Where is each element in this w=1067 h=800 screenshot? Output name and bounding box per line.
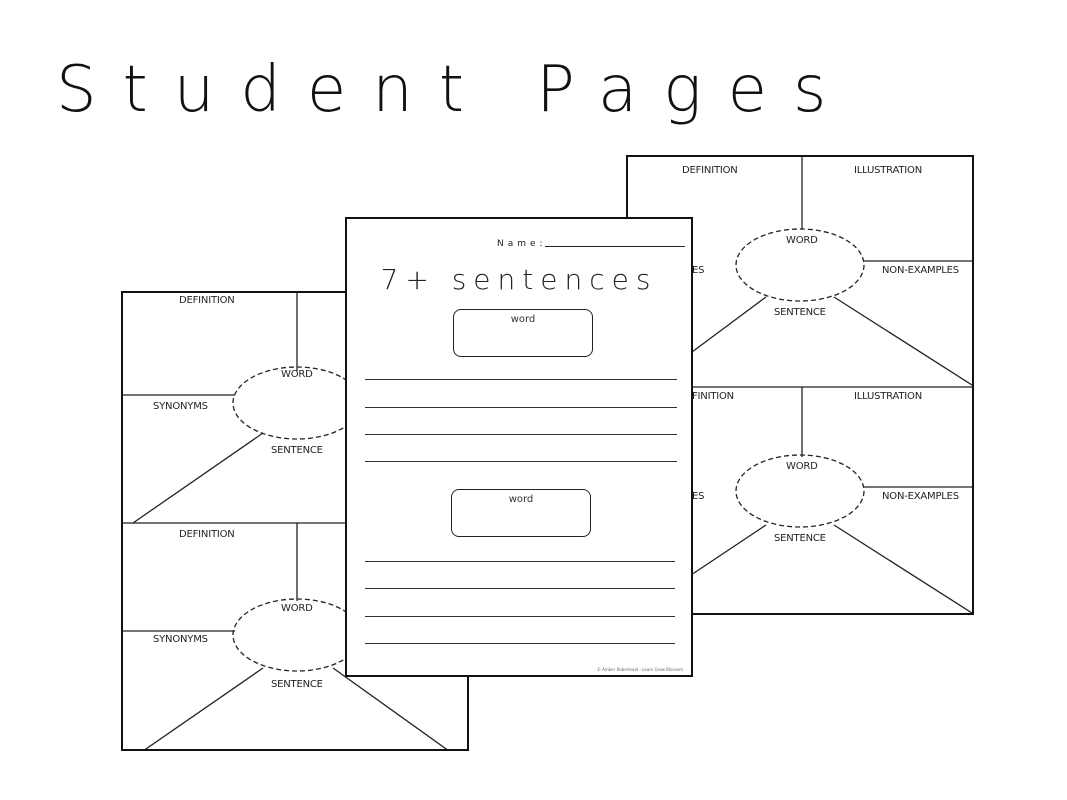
synonyms-label: SYNONYMS: [153, 634, 208, 645]
illustration-label: ILLUSTRATION: [854, 391, 922, 402]
word-label: WORD: [281, 369, 313, 380]
writing-line: [365, 561, 675, 562]
word-label: WORD: [786, 461, 818, 472]
definition-label: DEFINITION: [179, 529, 235, 540]
sentences-sheet: Name: 7+ sentences word word © Amber Rob…: [345, 217, 693, 677]
writing-line: [365, 643, 675, 644]
word-box: word: [451, 489, 591, 537]
name-label: Name:: [497, 239, 547, 249]
sentence-label: SENTENCE: [774, 307, 826, 318]
writing-line: [365, 616, 675, 617]
writing-line: [365, 588, 675, 589]
sentence-label: SENTENCE: [271, 445, 323, 456]
name-line: [545, 246, 685, 247]
examples-label-partial: ES: [692, 491, 705, 502]
definition-label: DEFINITION: [682, 165, 738, 176]
writing-line: [365, 434, 677, 435]
writing-line: [365, 461, 677, 462]
writing-line: [365, 407, 677, 408]
writing-line: [365, 379, 677, 380]
word-box-label: word: [510, 314, 536, 325]
examples-label-partial: ES: [692, 265, 705, 276]
non-examples-label: NON-EXAMPLES: [882, 265, 959, 276]
word-box: word: [453, 309, 593, 357]
definition-label: DEFINITION: [179, 295, 235, 306]
definition-label-partial: FINITION: [692, 391, 734, 402]
sentence-label: SENTENCE: [271, 679, 323, 690]
word-label: WORD: [786, 235, 818, 246]
word-label: WORD: [281, 603, 313, 614]
page-title: Student Pages: [56, 53, 853, 127]
sentence-label: SENTENCE: [774, 533, 826, 544]
illustration-label: ILLUSTRATION: [854, 165, 922, 176]
synonyms-label: SYNONYMS: [153, 401, 208, 412]
copyright-footer: © Amber Robertsaid - Learn Grow Blossom: [596, 667, 683, 672]
sheet-title: 7+ sentences: [380, 263, 658, 296]
word-box-label: word: [508, 494, 534, 505]
non-examples-label: NON-EXAMPLES: [882, 491, 959, 502]
